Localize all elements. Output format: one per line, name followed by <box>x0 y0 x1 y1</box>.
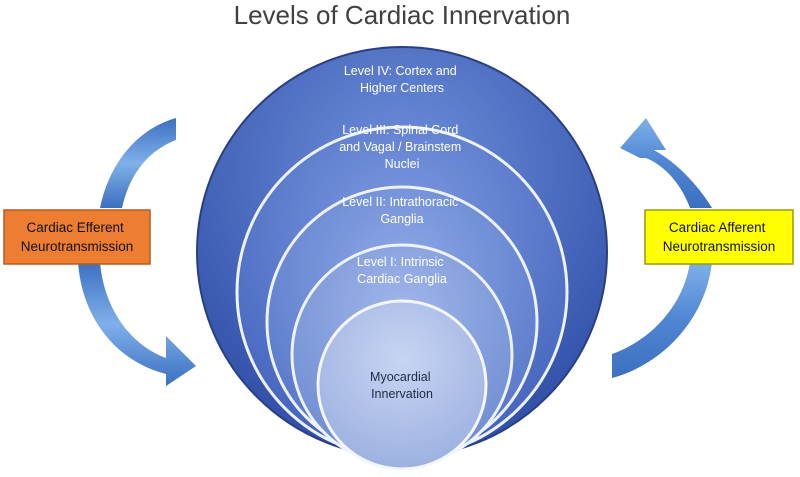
level-1-label: Level I: Intrinsic Cardiac Ganglia <box>357 255 447 286</box>
efferent-arrow-head <box>78 262 196 386</box>
efferent-box <box>3 209 151 265</box>
diagram-title: Levels of Cardiac Innervation <box>234 0 571 30</box>
myocardial-label: Myocardial Innervation <box>370 370 434 401</box>
afferent-box <box>644 209 794 265</box>
level-2-label: Level II: Intrathoracic Ganglia <box>342 195 462 226</box>
level-3-label: Level III: Spinal Cord and Vagal / Brain… <box>339 123 465 171</box>
efferent-arrow-top <box>100 118 176 208</box>
level-4-label: Level IV: Cortex and Higher Centers <box>344 64 460 95</box>
afferent-label: Cardiac Afferent Neurotransmission <box>663 220 776 254</box>
afferent-arrow-bottom <box>612 262 712 378</box>
myocardial-circle <box>316 299 488 471</box>
afferent-arrow-head <box>620 118 712 208</box>
efferent-label: Cardiac Efferent Neurotransmission <box>21 220 134 254</box>
